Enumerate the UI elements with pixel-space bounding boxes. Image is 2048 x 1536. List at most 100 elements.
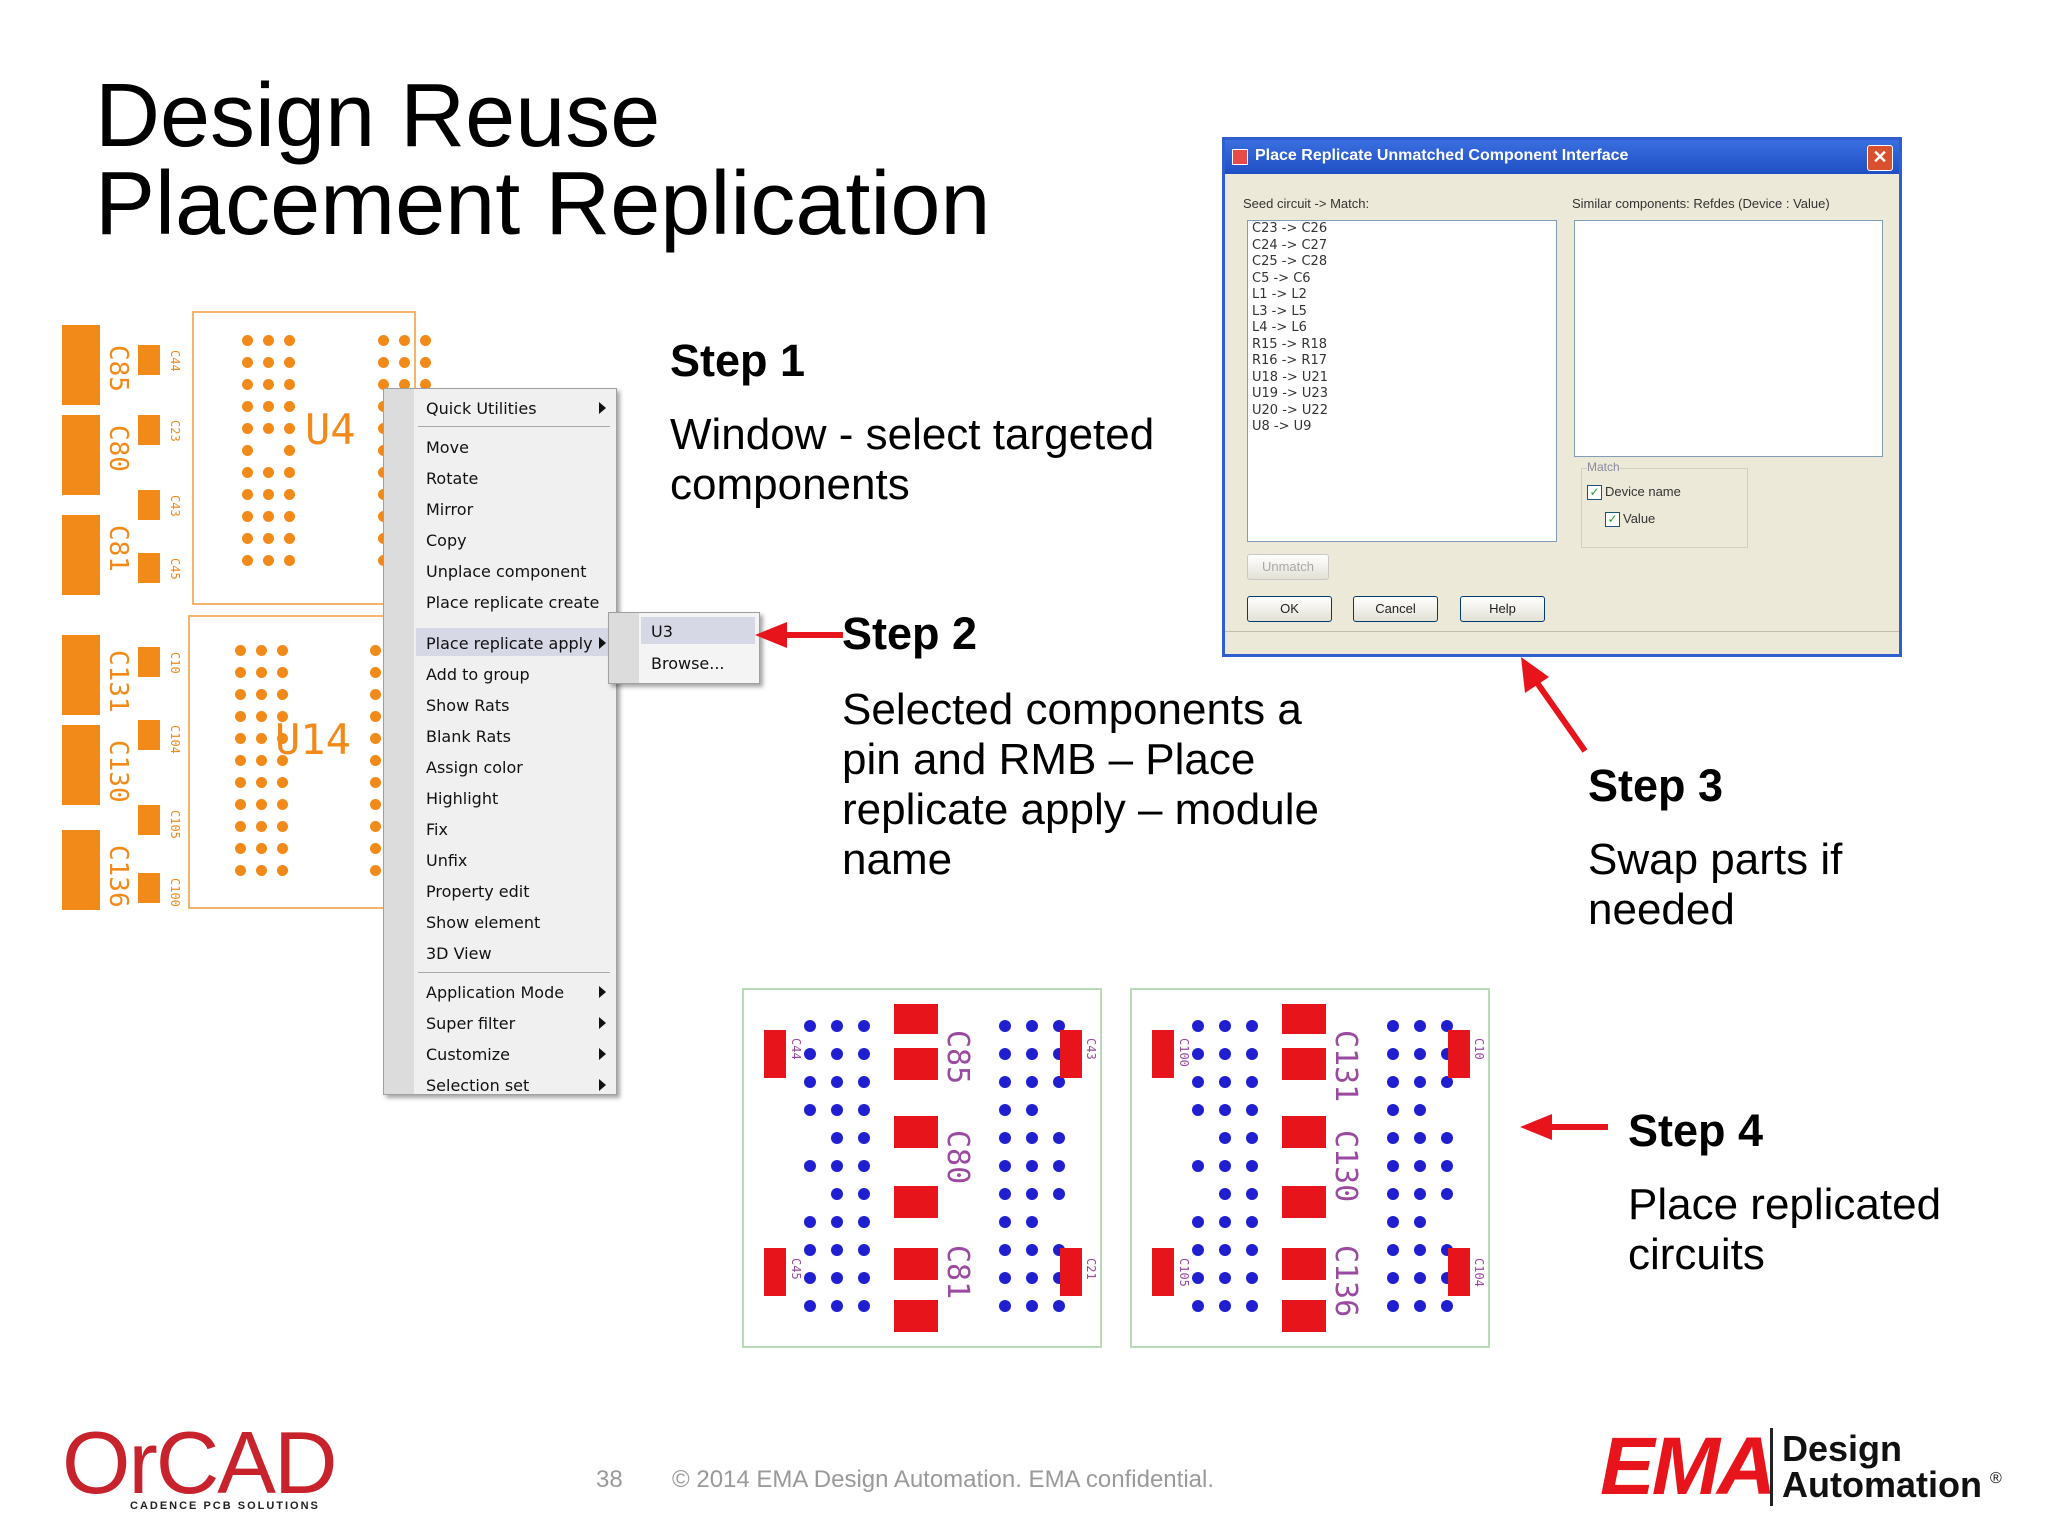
pin — [1246, 1048, 1258, 1060]
match-row[interactable]: U18 -> U21 — [1252, 369, 1328, 385]
refdes: C136 — [103, 845, 133, 908]
step-1-heading: Step 1 — [670, 335, 806, 386]
value-checkbox[interactable]: ✓ — [1605, 512, 1620, 527]
submenu-item-browse[interactable]: Browse... — [651, 654, 725, 673]
pin — [1219, 1216, 1231, 1228]
pin — [1441, 1300, 1453, 1312]
menu-item-place-replicate-apply[interactable]: Place replicate apply — [426, 634, 593, 653]
menu-item-show-element[interactable]: Show element — [426, 913, 541, 932]
pin — [256, 821, 267, 832]
menu-item-fix[interactable]: Fix — [426, 820, 448, 839]
pin — [1026, 1104, 1038, 1116]
pin — [1387, 1076, 1399, 1088]
pin — [1026, 1272, 1038, 1284]
device-name-checkbox[interactable]: ✓ — [1587, 485, 1602, 500]
context-menu: Quick Utilities Move Rotate Mirror Copy … — [383, 388, 617, 1095]
pin — [235, 799, 246, 810]
match-row[interactable]: L1 -> L2 — [1252, 287, 1307, 302]
match-row[interactable]: U19 -> U23 — [1252, 386, 1328, 401]
menu-item-3d-view[interactable]: 3D View — [426, 944, 492, 963]
pin — [1246, 1104, 1258, 1116]
pad — [62, 515, 100, 595]
pin — [235, 645, 246, 656]
match-row[interactable]: L3 -> L5 — [1252, 303, 1307, 319]
pin — [263, 511, 274, 522]
pin — [370, 865, 381, 876]
menu-item-property-edit[interactable]: Property edit — [426, 882, 530, 901]
pin — [242, 467, 253, 478]
match-row[interactable]: C24 -> C27 — [1252, 237, 1328, 253]
pad — [138, 490, 160, 520]
match-row[interactable]: C25 -> C28 — [1252, 254, 1328, 269]
menu-item-show-rats[interactable]: Show Rats — [426, 696, 510, 715]
cancel-button[interactable]: Cancel — [1353, 596, 1438, 622]
pin — [804, 1272, 816, 1284]
menu-item-assign-color[interactable]: Assign color — [426, 758, 523, 777]
match-row[interactable]: L4 -> L6 — [1252, 320, 1307, 335]
help-button[interactable]: Help — [1460, 596, 1545, 622]
match-row[interactable]: R16 -> R17 — [1252, 353, 1327, 368]
close-icon[interactable]: ✕ — [1867, 145, 1893, 171]
refdes: C81 — [103, 525, 133, 572]
menu-item-quick-utilities[interactable]: Quick Utilities — [426, 399, 537, 418]
menu-item-unplace-component[interactable]: Unplace component — [426, 562, 587, 581]
match-row[interactable]: C23 -> C26 — [1252, 221, 1328, 236]
pin — [242, 511, 253, 522]
pin — [804, 1076, 816, 1088]
pin — [1414, 1272, 1426, 1284]
menu-item-move[interactable]: Move — [426, 438, 469, 457]
refdes: C130 — [103, 740, 133, 803]
page-number: 38 — [596, 1466, 623, 1493]
menu-item-copy[interactable]: Copy — [426, 531, 467, 550]
pin — [1414, 1104, 1426, 1116]
pin — [284, 533, 295, 544]
pin — [235, 843, 246, 854]
refdes: C100 — [168, 878, 182, 907]
pin — [399, 379, 410, 390]
menu-item-place-replicate-create[interactable]: Place replicate create — [426, 593, 600, 612]
pin — [1219, 1048, 1231, 1060]
pad — [1152, 1030, 1174, 1078]
pin — [804, 1020, 816, 1032]
pin — [1414, 1188, 1426, 1200]
unmatch-button[interactable]: Unmatch — [1247, 554, 1329, 580]
pin — [284, 379, 295, 390]
menu-item-super-filter[interactable]: Super filter — [426, 1014, 516, 1033]
menu-item-customize[interactable]: Customize — [426, 1045, 510, 1064]
match-row[interactable]: R15 -> R18 — [1252, 336, 1327, 352]
submenu-arrow-icon — [599, 637, 606, 649]
pin — [1387, 1104, 1399, 1116]
submenu-item-u3[interactable]: U3 — [651, 622, 673, 641]
pin — [370, 755, 381, 766]
logo-divider — [1770, 1428, 1773, 1506]
pin — [284, 357, 295, 368]
match-row[interactable]: C5 -> C6 — [1252, 270, 1311, 286]
pin — [284, 467, 295, 478]
pin — [277, 645, 288, 656]
menu-selection-highlight — [416, 628, 612, 656]
menu-item-highlight[interactable]: Highlight — [426, 789, 499, 808]
pad — [1152, 1248, 1174, 1296]
ok-button[interactable]: OK — [1247, 596, 1332, 622]
menu-item-application-mode[interactable]: Application Mode — [426, 983, 565, 1002]
pin — [399, 357, 410, 368]
menu-item-mirror[interactable]: Mirror — [426, 500, 474, 519]
match-row[interactable]: U8 -> U9 — [1252, 419, 1312, 434]
pin — [277, 843, 288, 854]
pin — [370, 821, 381, 832]
pin — [263, 555, 274, 566]
similar-components-list[interactable] — [1574, 220, 1883, 457]
menu-item-rotate[interactable]: Rotate — [426, 469, 479, 488]
menu-item-add-to-group[interactable]: Add to group — [426, 665, 530, 684]
pin — [277, 865, 288, 876]
menu-item-blank-rats[interactable]: Blank Rats — [426, 727, 511, 746]
menu-item-selection-set[interactable]: Selection set — [426, 1076, 530, 1095]
pad — [1448, 1030, 1470, 1078]
pad — [138, 345, 160, 375]
match-row[interactable]: U20 -> U22 — [1252, 402, 1328, 418]
menu-item-unfix[interactable]: Unfix — [426, 851, 468, 870]
pin — [1414, 1216, 1426, 1228]
pin — [858, 1300, 870, 1312]
